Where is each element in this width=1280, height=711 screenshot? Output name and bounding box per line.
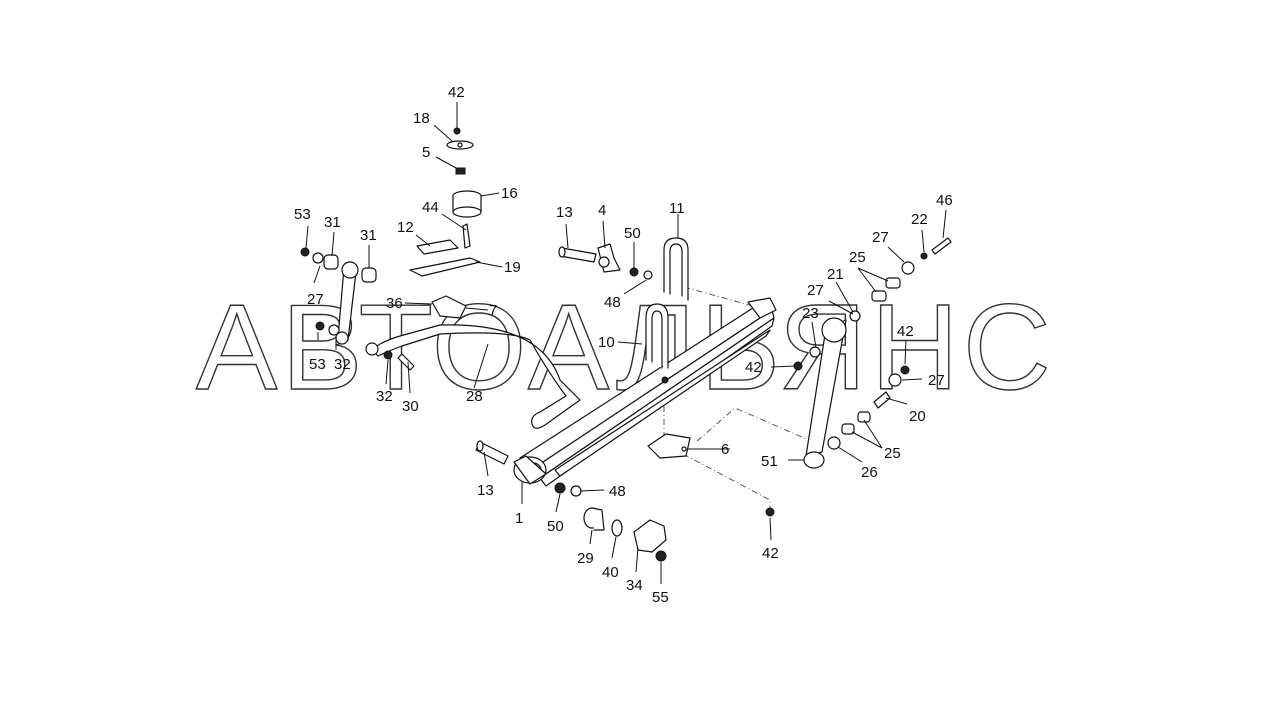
callout-50: 50	[624, 225, 641, 242]
callout-12: 12	[397, 219, 414, 236]
callout-32: 32	[376, 388, 393, 405]
callout-53: 53	[294, 206, 311, 223]
front-eye-hardware	[475, 440, 775, 562]
callout-7: 7	[489, 302, 497, 319]
spring-bracket	[647, 433, 691, 459]
callout-31: 31	[324, 214, 341, 231]
callout-27: 27	[872, 229, 889, 246]
callout-48: 48	[609, 483, 626, 500]
leaf-spring	[513, 297, 777, 487]
callout-13: 13	[556, 204, 573, 221]
callout-44: 44	[422, 199, 439, 216]
callout-31: 31	[360, 227, 377, 244]
callout-19: 19	[504, 259, 521, 276]
callout-42: 42	[745, 359, 762, 376]
callout-53: 53	[309, 356, 326, 373]
bump-stop-assembly	[409, 127, 482, 319]
callout-55: 55	[652, 589, 669, 606]
callout-26: 26	[861, 464, 878, 481]
u-bolts	[645, 237, 689, 384]
callout-22: 22	[911, 211, 928, 228]
callout-4: 4	[598, 202, 606, 219]
callout-27: 27	[807, 282, 824, 299]
callout-42: 42	[448, 84, 465, 101]
callout-6: 6	[721, 441, 729, 458]
callout-20: 20	[909, 408, 926, 425]
callout-30: 30	[402, 398, 419, 415]
callout-29: 29	[577, 550, 594, 567]
left-stabilizer-link	[300, 247, 415, 371]
callout-labels: 42 18 5 16 44 12 19 53 31 31 27 36 7 53 …	[294, 84, 953, 606]
callout-16: 16	[501, 185, 518, 202]
callout-48: 48	[604, 294, 621, 311]
callout-28: 28	[466, 388, 483, 405]
callout-5: 5	[422, 144, 430, 161]
callout-18: 18	[413, 110, 430, 127]
front-hanger	[558, 243, 653, 280]
callout-25: 25	[884, 445, 901, 462]
callout-13: 13	[477, 482, 494, 499]
callout-27: 27	[928, 372, 945, 389]
callout-25: 25	[849, 249, 866, 266]
callout-42: 42	[762, 545, 779, 562]
callout-50: 50	[547, 518, 564, 535]
callout-10: 10	[598, 334, 615, 351]
callout-21: 21	[827, 266, 844, 283]
callout-51: 51	[761, 453, 778, 470]
callout-42: 42	[897, 323, 914, 340]
callout-40: 40	[602, 564, 619, 581]
stabilizer-bar	[365, 324, 581, 429]
callout-11: 11	[669, 200, 685, 217]
callout-34: 34	[626, 577, 643, 594]
callout-46: 46	[936, 192, 953, 209]
callout-1: 1	[515, 510, 523, 527]
leader-lines	[305, 102, 947, 584]
callout-36: 36	[386, 295, 403, 312]
callout-27: 27	[307, 291, 324, 308]
callout-23: 23	[802, 305, 819, 322]
callout-32: 32	[334, 356, 351, 373]
